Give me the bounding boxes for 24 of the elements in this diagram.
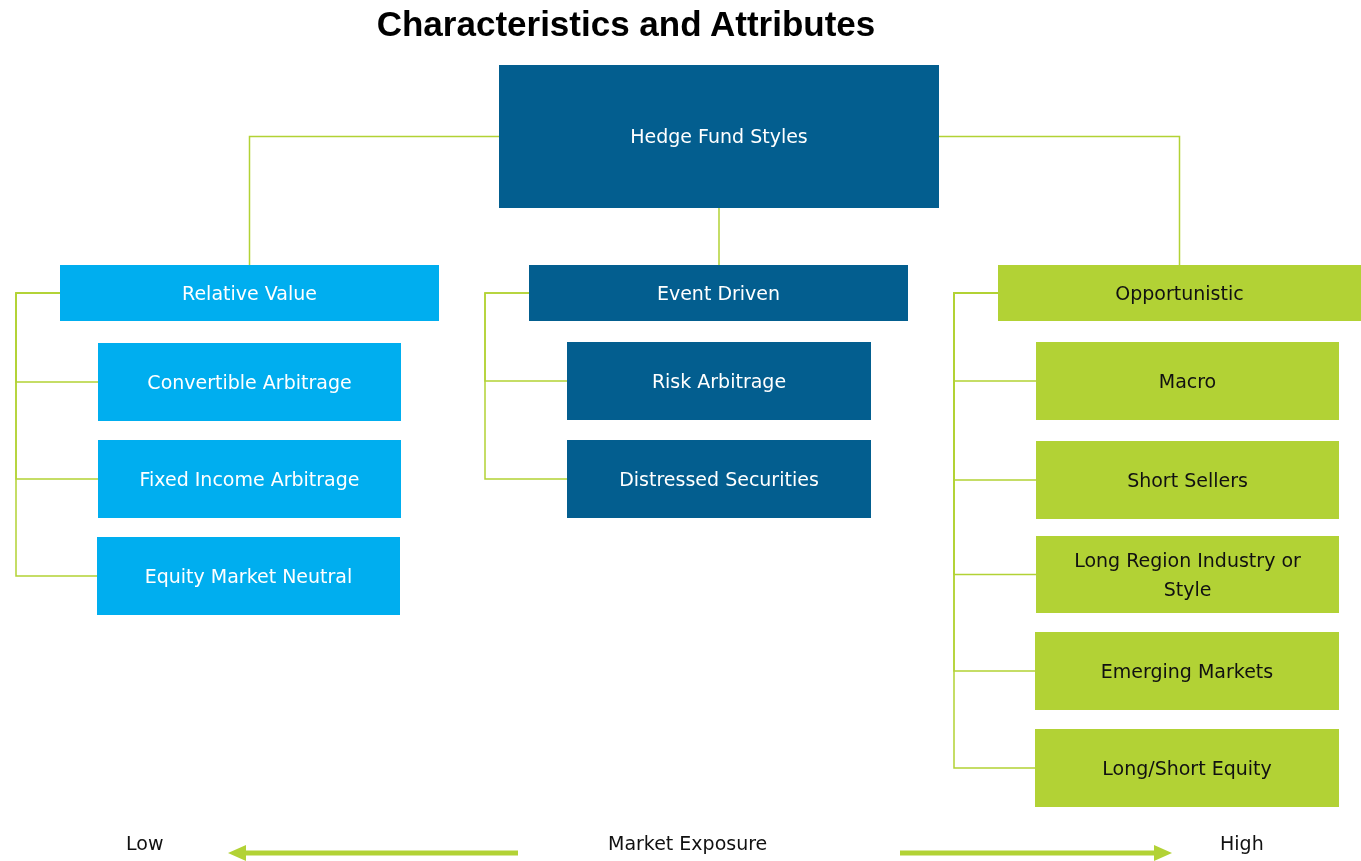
category-box: Emerging Markets — [1035, 632, 1339, 710]
axis-label: High — [1220, 832, 1264, 854]
category-box: Fixed Income Arbitrage — [98, 440, 401, 518]
category-box: Distressed Securities — [567, 440, 871, 518]
axis-label: Low — [126, 832, 164, 854]
category-box: Long Region Industry or Style — [1036, 536, 1339, 613]
category-box: Hedge Fund Styles — [499, 65, 939, 208]
connector-line — [938, 135, 1181, 266]
category-box: Short Sellers — [1036, 441, 1339, 519]
connector-line — [484, 292, 568, 480]
category-box: Equity Market Neutral — [97, 537, 400, 615]
category-box: Macro — [1036, 342, 1339, 420]
connector-line — [953, 292, 1036, 769]
category-box: Risk Arbitrage — [567, 342, 871, 420]
diagram-title: Characteristics and Attributes — [375, 4, 877, 44]
category-box: Relative Value — [60, 265, 439, 321]
axis-label: Market Exposure — [608, 832, 768, 854]
category-box: Opportunistic — [998, 265, 1361, 321]
category-box: Event Driven — [529, 265, 908, 321]
category-box: Convertible Arbitrage — [98, 343, 401, 421]
category-box: Long/Short Equity — [1035, 729, 1339, 807]
connector-line — [248, 135, 500, 266]
connector-line — [15, 292, 98, 577]
connector-line — [718, 207, 720, 266]
